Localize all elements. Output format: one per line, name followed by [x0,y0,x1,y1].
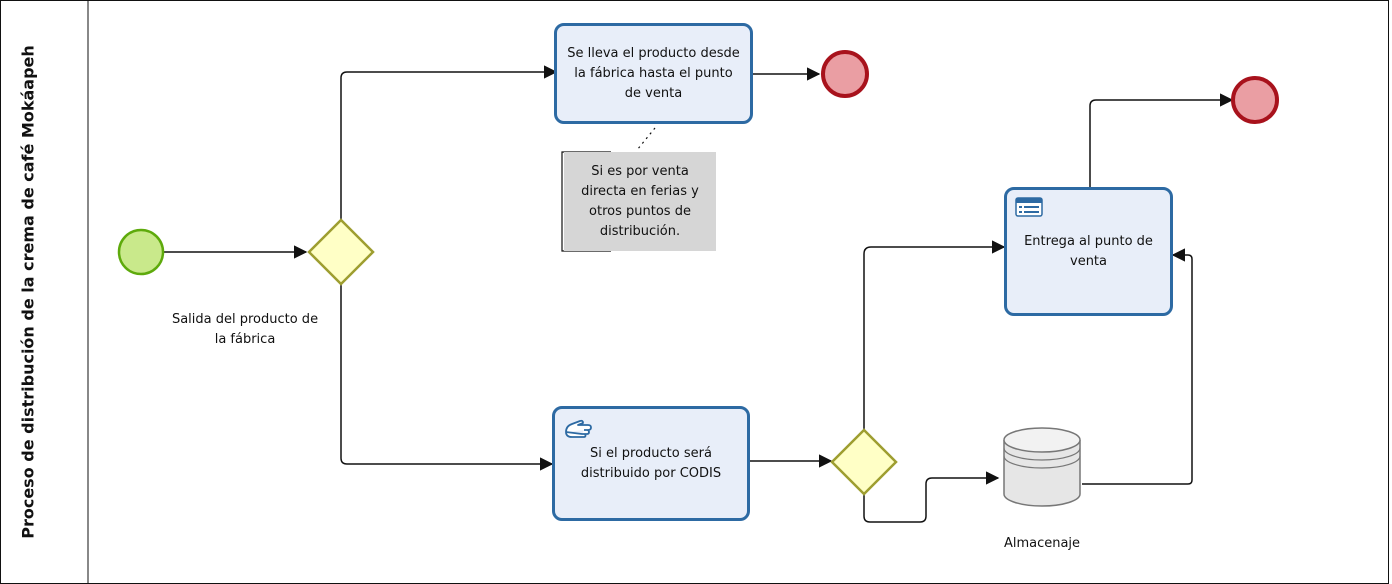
flow-gateway-to-codis[interactable] [340,284,554,471]
flow-gateway-to-transport[interactable] [340,65,558,220]
flow-storage-to-delivery[interactable] [1082,248,1193,485]
exclusive-gateway-codis[interactable] [830,428,898,496]
task-transport-label: Se lleva el producto desde la fábrica ha… [567,45,740,101]
annotation-text: Si es por venta directa en ferias y otro… [564,152,716,251]
end-event-top[interactable] [821,50,869,98]
task-transport[interactable]: Se lleva el producto desde la fábrica ha… [554,23,753,124]
start-event[interactable] [117,228,165,276]
annotation-association [636,127,656,151]
exclusive-gateway-main[interactable] [307,218,375,286]
lane-title: Proceso de distribución de la crema de c… [18,45,38,539]
start-event-label: Salida del producto de la fábrica [171,312,319,347]
datastore-icon[interactable] [1003,427,1081,507]
datastore-label: Almacenaje [1003,536,1081,551]
task-codis-label: Si el producto será distribuido por CODI… [580,445,722,481]
service-table-icon [1015,197,1043,217]
flow-gateway2-to-delivery[interactable] [863,240,1006,430]
annotation-label: Si es por venta directa en ferias y otro… [581,163,699,239]
end-event-right[interactable] [1231,76,1279,124]
hand-manual-icon [565,419,592,438]
flow-delivery-to-end[interactable] [1089,93,1234,187]
task-delivery-label: Entrega al punto de venta [1024,233,1153,269]
flow-gateway2-to-storage[interactable] [863,471,1000,523]
